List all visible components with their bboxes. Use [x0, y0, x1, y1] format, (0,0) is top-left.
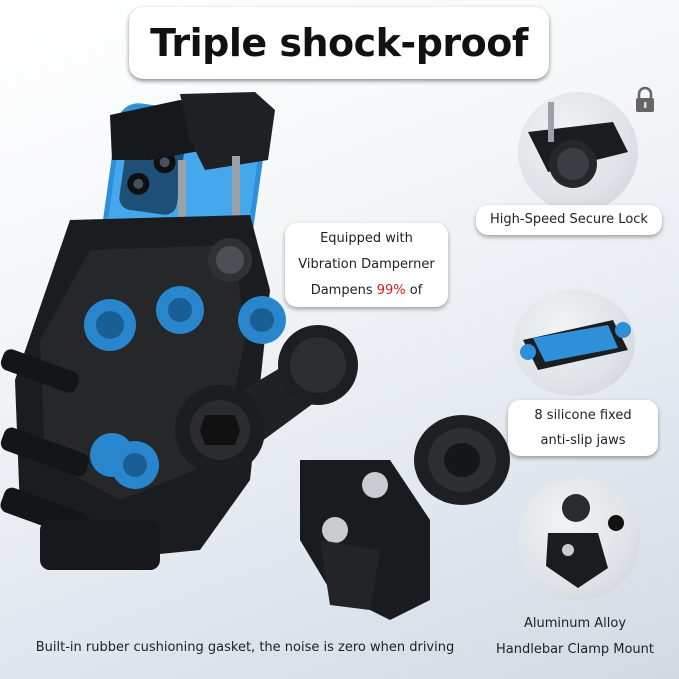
damper-line-3: Dampens 99% of [285, 278, 448, 304]
phone-mount-product-image [0, 92, 510, 620]
clamp-line-1: Aluminum Alloy [523, 616, 627, 631]
lock-icon [636, 86, 654, 112]
secure-lock-label: High-Speed Secure Lock [476, 205, 662, 235]
secure-lock-detail-image [518, 92, 638, 212]
title-text: Triple shock-proof [150, 21, 528, 65]
anti-slip-jaws-detail-image [513, 290, 635, 396]
clamp-mount-label: Aluminum Alloy Handlebar Clamp Mount [480, 611, 670, 663]
anti-slip-jaws-label: 8 silicone fixed anti-slip jaws [508, 400, 658, 456]
caption-text: Built-in rubber cushioning gasket, the n… [35, 640, 455, 655]
bottom-caption: Built-in rubber cushioning gasket, the n… [10, 637, 480, 659]
secure-lock-text: High-Speed Secure Lock [490, 212, 648, 227]
vibration-damper-callout: Equipped with Vibration Damperner Dampen… [285, 223, 448, 307]
handlebar-clamp-detail-image [518, 478, 640, 600]
damper-percent: 99% [376, 283, 406, 298]
clamp-line-2: Handlebar Clamp Mount [496, 642, 654, 657]
damper-line-2: Vibration Damperner [298, 257, 435, 272]
damper-line-1: Equipped with [320, 231, 413, 246]
anti-slip-line-2: anti-slip jaws [540, 433, 626, 448]
damper-prefix: Dampens [310, 283, 377, 298]
damper-suffix: of [405, 283, 423, 298]
title-banner: Triple shock-proof [129, 7, 549, 79]
anti-slip-line-1: 8 silicone fixed [534, 408, 632, 423]
